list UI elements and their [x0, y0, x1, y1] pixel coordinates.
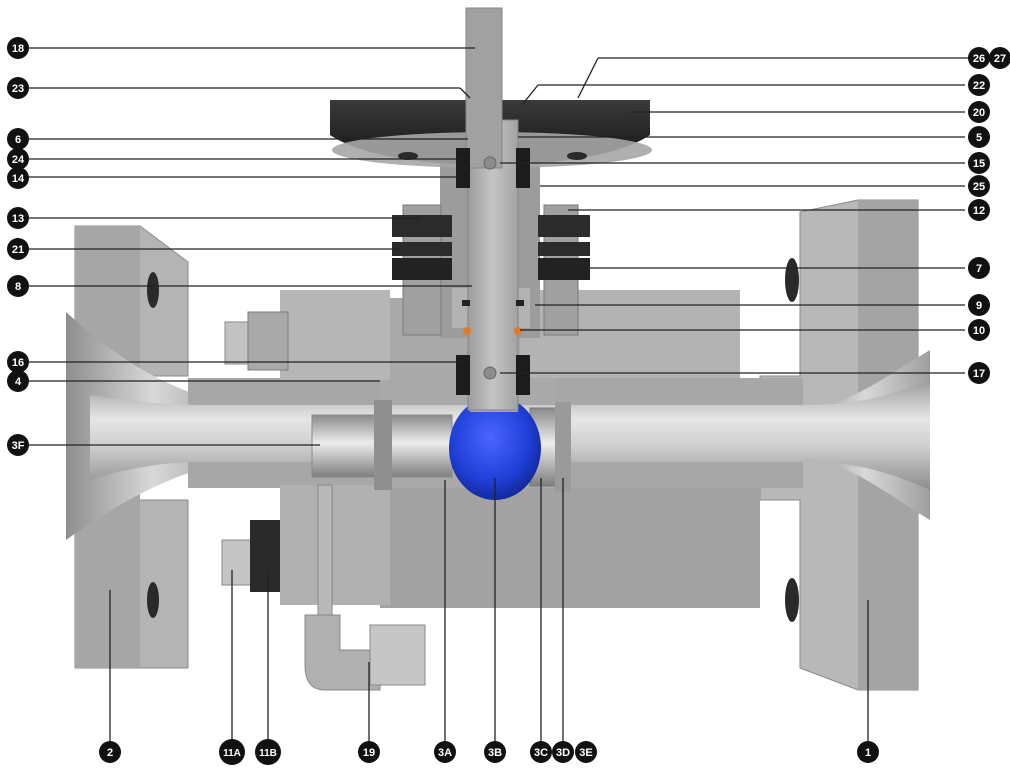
callout-badge-4 — [7, 370, 29, 392]
callout-label-10: 10 — [973, 325, 985, 337]
callout-label-3c: 3C — [534, 747, 548, 759]
callout-badge-9 — [968, 294, 990, 316]
callout-label-18: 18 — [12, 43, 24, 55]
callout-label-5: 5 — [976, 132, 982, 144]
callout-badge-23 — [7, 77, 29, 99]
elbow-fitting — [304, 484, 426, 691]
callout-label-8: 8 — [15, 281, 21, 293]
callout-badge-3d — [552, 741, 574, 763]
body-bolts — [221, 311, 289, 592]
callout-label-16: 16 — [12, 357, 24, 369]
stem-top — [465, 7, 503, 169]
callout-label-9: 9 — [976, 300, 982, 312]
callout-badge-3e — [575, 741, 597, 763]
callout-badge-8 — [7, 275, 29, 297]
callout-badge-3f — [7, 434, 29, 456]
callout-label-24: 24 — [12, 154, 25, 166]
callout-label-21: 21 — [12, 244, 24, 256]
callout-badge-19 — [358, 741, 380, 763]
callout-badge-22 — [968, 74, 990, 96]
callout-badge-11b — [255, 739, 281, 765]
callout-label-26: 26 — [973, 53, 985, 65]
callout-label-3a: 3A — [438, 747, 452, 759]
callout-badge-26 — [968, 47, 990, 69]
callout-badge-3a — [434, 741, 456, 763]
callout-badge-11a — [219, 739, 245, 765]
callout-label-14: 14 — [12, 173, 25, 185]
callout-badge-18 — [7, 37, 29, 59]
callout-label-17: 17 — [973, 368, 985, 380]
callout-badge-16 — [7, 351, 29, 373]
callout-label-27: 27 — [994, 53, 1006, 65]
callout-label-6: 6 — [15, 134, 21, 146]
callout-badge-5 — [968, 126, 990, 148]
callout-label-20: 20 — [973, 107, 985, 119]
callout-label-4: 4 — [15, 376, 22, 388]
callout-label-22: 22 — [973, 80, 985, 92]
callout-badge-7 — [968, 257, 990, 279]
callout-label-11b: 11B — [259, 748, 277, 759]
callout-label-3f: 3F — [12, 440, 25, 452]
callout-badge-14 — [7, 167, 29, 189]
callout-label-19: 19 — [363, 747, 375, 759]
callout-badge-3b — [484, 741, 506, 763]
callout-badge-13 — [7, 207, 29, 229]
callout-label-25: 25 — [973, 181, 985, 193]
callout-badge-27 — [989, 47, 1010, 69]
callout-badge-12 — [968, 199, 990, 221]
callout-label-3d: 3D — [556, 747, 570, 759]
callout-badge-6 — [7, 128, 29, 150]
callout-badge-17 — [968, 362, 990, 384]
callout-badge-15 — [968, 152, 990, 174]
ball — [449, 396, 541, 500]
callout-badge-3c — [530, 741, 552, 763]
callout-label-11a: 11A — [223, 748, 241, 759]
callout-label-1: 1 — [865, 747, 871, 759]
callout-badge-25 — [968, 175, 990, 197]
callout-label-3e: 3E — [579, 747, 592, 759]
leader-lines — [29, 47, 975, 748]
callout-badge-24 — [7, 148, 29, 170]
callout-label-3b: 3B — [488, 747, 502, 759]
callout-label-13: 13 — [12, 213, 24, 225]
callout-badge-10 — [968, 319, 990, 341]
callout-badge-2 — [99, 741, 121, 763]
callout-label-23: 23 — [12, 83, 24, 95]
callout-badge-20 — [968, 101, 990, 123]
callout-badge-21 — [7, 238, 29, 260]
callout-label-2: 2 — [107, 747, 113, 759]
callout-badge-1 — [857, 741, 879, 763]
callout-label-15: 15 — [973, 158, 985, 170]
callout-label-7: 7 — [976, 263, 982, 275]
callout-label-12: 12 — [973, 205, 985, 217]
